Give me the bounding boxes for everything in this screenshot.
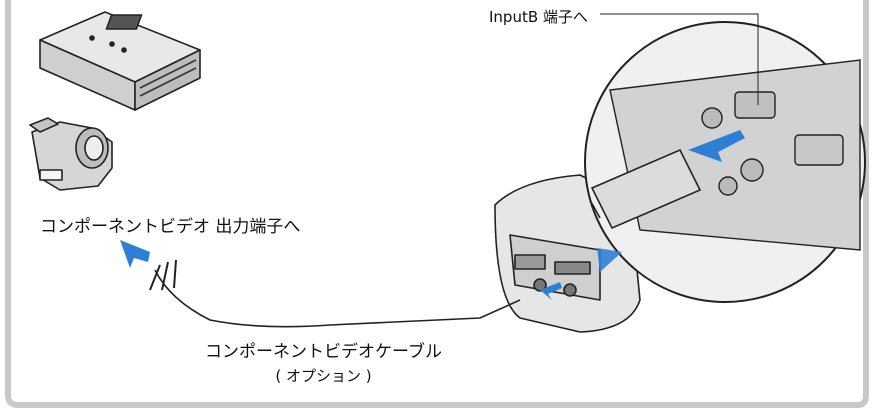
vcr-deck-icon — [39, 11, 201, 111]
cable-name: コンポーネントビデオケーブル — [205, 342, 442, 362]
projector-icon — [494, 174, 641, 333]
cable-note: ( オプション ) — [275, 367, 372, 385]
port-detail-zoom — [584, 21, 866, 303]
camcorder-icon — [29, 117, 113, 191]
connection-arrow-icon — [120, 130, 745, 300]
input-port-label: InputB 端子へ — [489, 8, 588, 26]
cable-label: コンポーネントビデオケーブル ( オプション ) — [205, 344, 442, 384]
source-output-label: コンポーネントビデオ 出力端子へ — [40, 217, 301, 237]
